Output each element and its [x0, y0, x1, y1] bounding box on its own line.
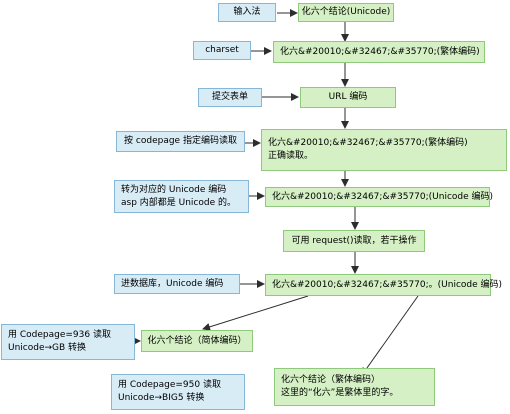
traditional-entities-box: 化六&#20010;&#32467;&#35770;(繁体编码): [273, 41, 485, 63]
db-write-box: 进数据库，Unicode 编码: [114, 274, 240, 294]
read-by-codepage-box: 按 codepage 指定编码读取: [116, 131, 245, 152]
read-936-line2: Unicode→GB 转换: [8, 343, 87, 353]
submit-form-label: 提交表单: [211, 92, 248, 102]
correct-read-line1: 化六&#20010;&#32467;&#35770;(繁体编码): [268, 138, 468, 148]
read-950-line2: Unicode→BIG5 转换: [118, 393, 205, 403]
submit-form-box: 提交表单: [198, 88, 262, 107]
read-936-box: 用 Codepage=936 读取 Unicode→GB 转换: [1, 324, 135, 360]
db-entities-box: 化六&#20010;&#32467;&#35770;。(Unicode 编码): [265, 274, 503, 296]
charset-box: charset: [193, 41, 251, 60]
charset-label: charset: [205, 45, 239, 55]
traditional-result-box: 化六个结论（繁体编码） 这里的“化六”是繁体里的字。: [274, 368, 435, 406]
unicode-chars-box: 化六个结论(Unicode): [298, 3, 394, 22]
input-method-box: 输入法: [218, 3, 276, 22]
read-by-codepage-label: 按 codepage 指定编码读取: [124, 136, 237, 146]
correct-read-line2: 正确读取。: [268, 151, 314, 161]
input-method-label: 输入法: [233, 7, 261, 17]
traditional-result-line1: 化六个结论（繁体编码）: [281, 375, 381, 385]
arrow-to-traditional: [361, 295, 419, 376]
url-encode-box: URL 编码: [300, 87, 396, 108]
read-936-line1: 用 Codepage=936 读取: [8, 330, 111, 340]
read-950-line1: 用 Codepage=950 读取: [118, 380, 221, 390]
convert-note-line1: 转为对应的 Unicode 编码: [121, 184, 227, 195]
traditional-entities-label: 化六&#20010;&#32467;&#35770;(繁体编码): [280, 46, 480, 57]
correct-read-box: 化六&#20010;&#32467;&#35770;(繁体编码) 正确读取。: [261, 129, 507, 171]
simplified-result-box: 化六个结论（简体编码）: [141, 330, 253, 352]
unicode-entities-label: 化六&#20010;&#32467;&#35770;(Unicode 编码): [272, 191, 494, 202]
traditional-result-line2: 这里的“化六”是繁体里的字。: [281, 388, 399, 398]
request-read-label: 可用 request()读取，若干操作: [291, 235, 417, 246]
simplified-result-label: 化六个结论（简体编码）: [147, 335, 247, 346]
read-950-box: 用 Codepage=950 读取 Unicode→BIG5 转换: [111, 374, 245, 410]
arrow-to-simplified: [202, 295, 309, 331]
convert-note-line2: asp 内部都是 Unicode 的。: [121, 197, 236, 208]
db-entities-label: 化六&#20010;&#32467;&#35770;。(Unicode 编码): [272, 279, 503, 290]
db-write-label: 进数据库，Unicode 编码: [121, 278, 224, 289]
convert-note-box: 转为对应的 Unicode 编码 asp 内部都是 Unicode 的。: [114, 180, 249, 213]
url-encode-label: URL 编码: [328, 92, 368, 102]
unicode-chars-label: 化六个结论(Unicode): [301, 7, 391, 17]
request-read-box: 可用 request()读取，若干操作: [283, 230, 425, 252]
unicode-entities-box: 化六&#20010;&#32467;&#35770;(Unicode 编码): [265, 187, 494, 207]
